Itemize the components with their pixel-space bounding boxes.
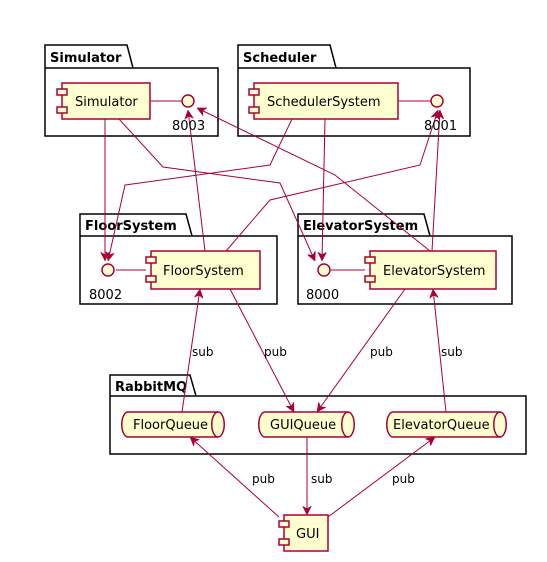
port-8001: 8001 (424, 94, 457, 134)
port-8003-circle (181, 94, 195, 108)
component-label-scheduler-system: SchedulerSystem (267, 95, 381, 110)
component-label-elevator-system: ElevatorSystem (383, 264, 485, 279)
package-title-elevator-system: ElevatorSystem (303, 219, 418, 234)
port-8002: 8002 (89, 263, 122, 303)
package-title-floor-system: FloorSystem (85, 219, 177, 234)
component-icon (278, 538, 290, 546)
edge-floorsystem-to-guiqueue (229, 288, 295, 412)
edge-label-elevator-sub: sub (441, 345, 462, 359)
queue-floor[interactable]: FloorQueue (121, 411, 225, 438)
queue-elevator[interactable]: ElevatorQueue (386, 411, 507, 438)
queue-label-gui: GUIQueue (270, 418, 336, 433)
edge-labels: sub pub pub sub pub sub pub (192, 345, 462, 486)
port-label-8003: 8003 (172, 119, 205, 134)
component-label-floor-system: FloorSystem (163, 264, 244, 279)
edge-elevatorqueue-to-elevatorsystem (433, 289, 447, 413)
component-icon (364, 256, 376, 264)
port-label-8002: 8002 (89, 288, 122, 303)
edge-label-elevator-pub: pub (370, 345, 393, 359)
port-8000: 8000 (306, 263, 339, 303)
component-gui[interactable]: GUI (278, 514, 329, 552)
edge-floorsystem-to-8003 (188, 110, 206, 252)
port-8001-circle (430, 94, 444, 108)
component-icon (56, 106, 68, 114)
port-8002-circle (101, 263, 115, 277)
edges (105, 100, 447, 518)
edge-floorsystem-to-8001 (225, 110, 438, 252)
edge-floorqueue-to-floorsystem (181, 289, 200, 413)
queue-label-floor: FloorQueue (133, 418, 208, 433)
component-icon (56, 88, 68, 96)
component-icon (145, 256, 157, 264)
component-simulator[interactable]: Simulator (56, 82, 151, 120)
edge-scheduler-to-8000 (322, 118, 325, 261)
component-icon (145, 275, 157, 283)
edge-gui-to-floorqueue (190, 436, 280, 518)
edge-label-gui-pub-elevator: pub (392, 472, 415, 486)
component-scheduler-system[interactable]: SchedulerSystem (248, 82, 399, 120)
queue-label-elevator: ElevatorQueue (393, 418, 490, 433)
edge-label-gui-pub-floor: pub (252, 472, 275, 486)
component-elevator-system[interactable]: ElevatorSystem (364, 250, 497, 290)
edge-label-floor-sub: sub (192, 345, 213, 359)
queue-gui[interactable]: GUIQueue (258, 411, 355, 438)
edge-elevatorsystem-to-8001 (431, 110, 440, 252)
port-label-8000: 8000 (306, 288, 339, 303)
component-icon (364, 275, 376, 283)
edge-elevatorsystem-to-guiqueue (316, 288, 406, 412)
port-8000-circle (317, 263, 331, 277)
package-title-simulator: Simulator (50, 51, 122, 66)
edge-label-gui-sub: sub (311, 472, 332, 486)
port-8003: 8003 (172, 94, 205, 134)
component-icon (248, 106, 260, 114)
component-label-simulator: Simulator (75, 95, 138, 110)
package-title-rabbitmq: RabbitMQ (115, 380, 187, 395)
edge-simulator-to-8000 (118, 118, 315, 261)
component-floor-system[interactable]: FloorSystem (145, 250, 261, 290)
edge-scheduler-to-8002 (108, 118, 293, 261)
edge-elevatorsystem-to-8003 (197, 107, 431, 252)
component-label-gui: GUI (296, 527, 319, 542)
port-label-8001: 8001 (424, 119, 457, 134)
edge-label-floor-pub: pub (264, 345, 287, 359)
component-icon (248, 88, 260, 96)
component-icon (278, 520, 290, 528)
edge-gui-to-elevatorqueue (327, 436, 435, 518)
package-title-scheduler: Scheduler (243, 51, 317, 66)
